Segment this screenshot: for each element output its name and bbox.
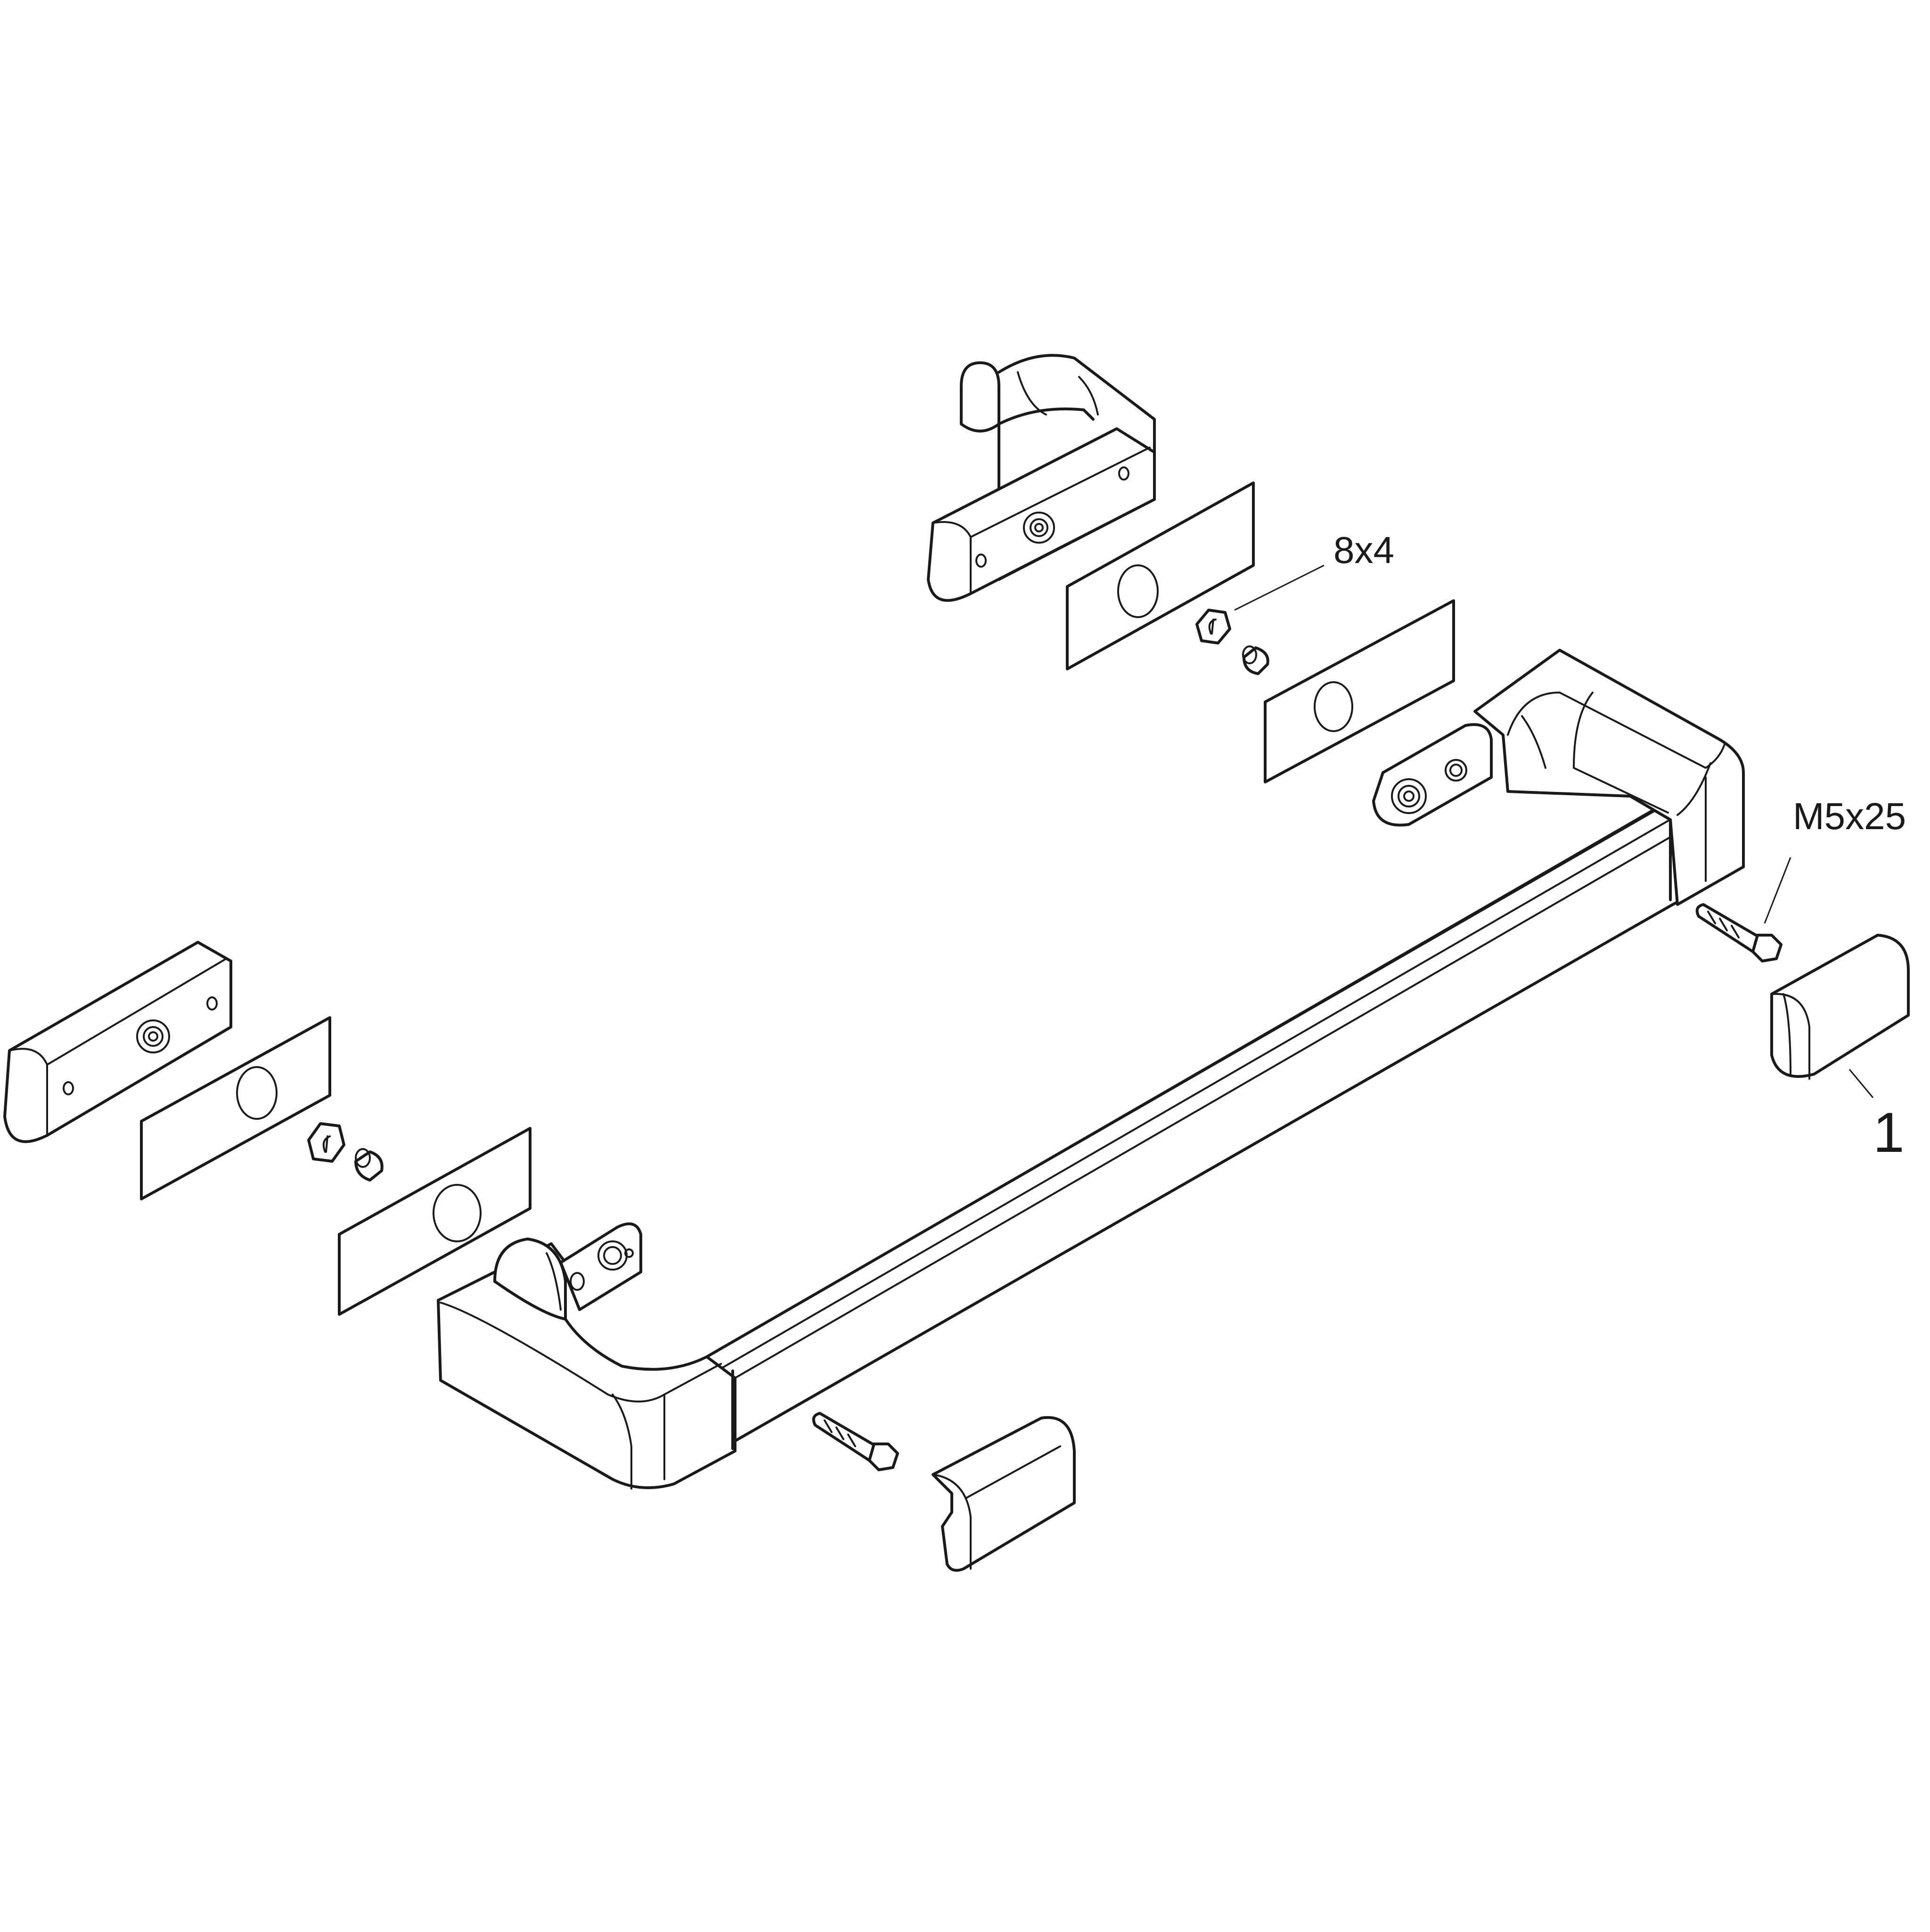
cover-leader-line: [1848, 1069, 1874, 1098]
bottom-cover-cap: [932, 1416, 1076, 1572]
right-gasket-plate: [1264, 599, 1455, 783]
right-cover-cap: [1770, 934, 1910, 1080]
left-pin: [354, 1148, 384, 1182]
towel-bar: [437, 649, 1745, 1490]
bottom-screw: [812, 1412, 899, 1471]
lower-left-gasket-plate: [338, 1127, 532, 1316]
left-gasket-plate: [140, 1016, 331, 1200]
screw-leader-line: [1764, 857, 1791, 924]
part-number-label: 1: [1873, 1101, 1905, 1164]
left-grub-screw: [307, 1122, 345, 1163]
pin-leader-line: [1234, 564, 1325, 611]
top-wall-bracket: [927, 354, 1156, 602]
top-pin: [1242, 645, 1269, 675]
top-gasket-plate: [1066, 481, 1255, 670]
pin-size-label: 8x4: [1333, 529, 1394, 571]
top-grub-screw: [1195, 609, 1231, 644]
right-screw: [1695, 903, 1783, 962]
left-wall-bracket: [3, 941, 232, 1143]
screw-size-label: M5x25: [1793, 795, 1906, 837]
